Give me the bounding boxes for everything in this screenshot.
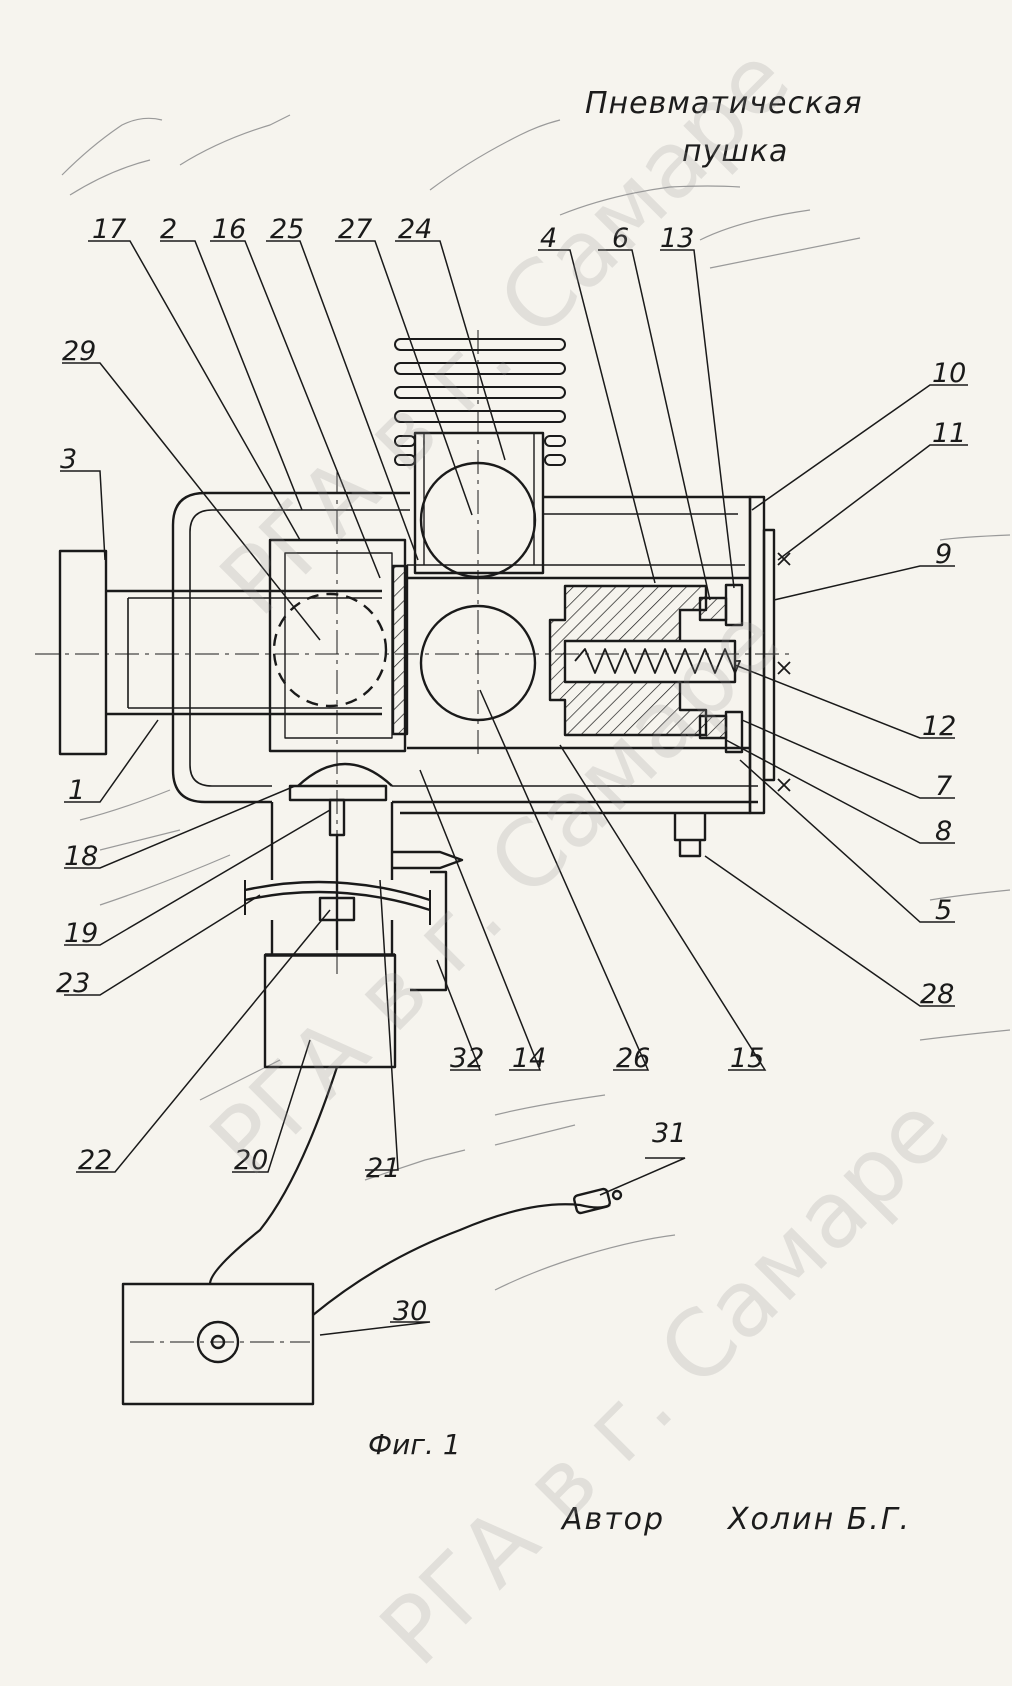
solenoid-20: [263, 953, 397, 1069]
label-7: 7: [935, 771, 952, 802]
label-15: 15: [730, 1043, 764, 1074]
drawing-sheet: Пневматическая пушка: [35, 26, 1011, 1686]
trigger-31: [572, 1187, 612, 1215]
centerlines: [35, 330, 790, 1343]
cable-to-solenoid: [208, 1066, 339, 1285]
label-14: 14: [512, 1043, 546, 1074]
end-plate-10: [748, 495, 766, 815]
figure-caption: Фиг. 1: [368, 1428, 461, 1461]
tube-14: [410, 870, 448, 992]
control-knob: [196, 1320, 240, 1364]
part-labels: 17 2 16 25 27 24 4 6 13 29 3 10 11 9 12 …: [56, 214, 966, 1327]
label-26: 26: [616, 1043, 650, 1074]
author-label: Автор: [562, 1502, 666, 1537]
label-2: 2: [160, 214, 177, 245]
ring-7: [724, 710, 744, 754]
cylinder-body: [407, 576, 750, 750]
label-3: 3: [60, 444, 77, 475]
label-30: 30: [393, 1296, 427, 1327]
barrel-1: [106, 589, 382, 716]
label-4: 4: [540, 223, 557, 254]
end-cap-3: [58, 549, 108, 756]
label-19: 19: [64, 918, 98, 949]
spring-12: [574, 648, 741, 674]
valve-cup: [297, 762, 393, 787]
label-29: 29: [62, 336, 96, 367]
loading-neck-24: [413, 431, 545, 575]
label-16: 16: [212, 214, 246, 245]
valve-housing-18: [270, 802, 394, 880]
label-10: 10: [932, 358, 966, 389]
label-1: 1: [68, 775, 85, 806]
label-12: 12: [922, 711, 956, 742]
label-28: 28: [920, 979, 954, 1010]
label-22: 22: [78, 1145, 112, 1176]
nozzle-32: [392, 850, 464, 870]
label-6: 6: [612, 223, 629, 254]
label-20: 20: [234, 1145, 268, 1176]
label-25: 25: [270, 214, 304, 245]
cross-marks: [777, 552, 791, 792]
label-11: 11: [932, 418, 966, 449]
pencil-notes: [61, 114, 1011, 1291]
label-17: 17: [92, 214, 126, 245]
label-8: 8: [935, 816, 952, 847]
label-27: 27: [338, 214, 372, 245]
label-18: 18: [64, 841, 98, 872]
spring-coils: [394, 338, 566, 466]
control-box-30: [121, 1282, 315, 1406]
label-9: 9: [935, 539, 952, 570]
title-line-2: пушка: [682, 134, 789, 169]
label-23: 23: [56, 968, 90, 999]
author-name: Холин Б.Г.: [728, 1502, 912, 1537]
seal-6: [698, 596, 728, 622]
label-5: 5: [935, 895, 952, 926]
label-32: 32: [450, 1043, 484, 1074]
receiver-2: [171, 491, 410, 804]
label-24: 24: [398, 214, 432, 245]
valve-seat-19: [288, 784, 388, 802]
seal-8: [698, 714, 728, 740]
cover-9: [762, 528, 776, 782]
label-31: 31: [652, 1118, 686, 1149]
valve-plate-25: [391, 564, 409, 736]
fitting-28: [673, 813, 707, 858]
cable-to-trigger: [312, 1203, 611, 1316]
ball-29: [272, 592, 388, 708]
label-21: 21: [366, 1153, 400, 1184]
leader-lines: [60, 240, 968, 1336]
title-line-1: Пневматическая: [585, 86, 863, 121]
label-13: 13: [660, 223, 694, 254]
ring-13: [724, 583, 744, 627]
pneumatic-gun-drawing: 17 2 16 25 27 24 4 6 13 29 3 10 11 9 12 …: [35, 114, 1011, 1406]
